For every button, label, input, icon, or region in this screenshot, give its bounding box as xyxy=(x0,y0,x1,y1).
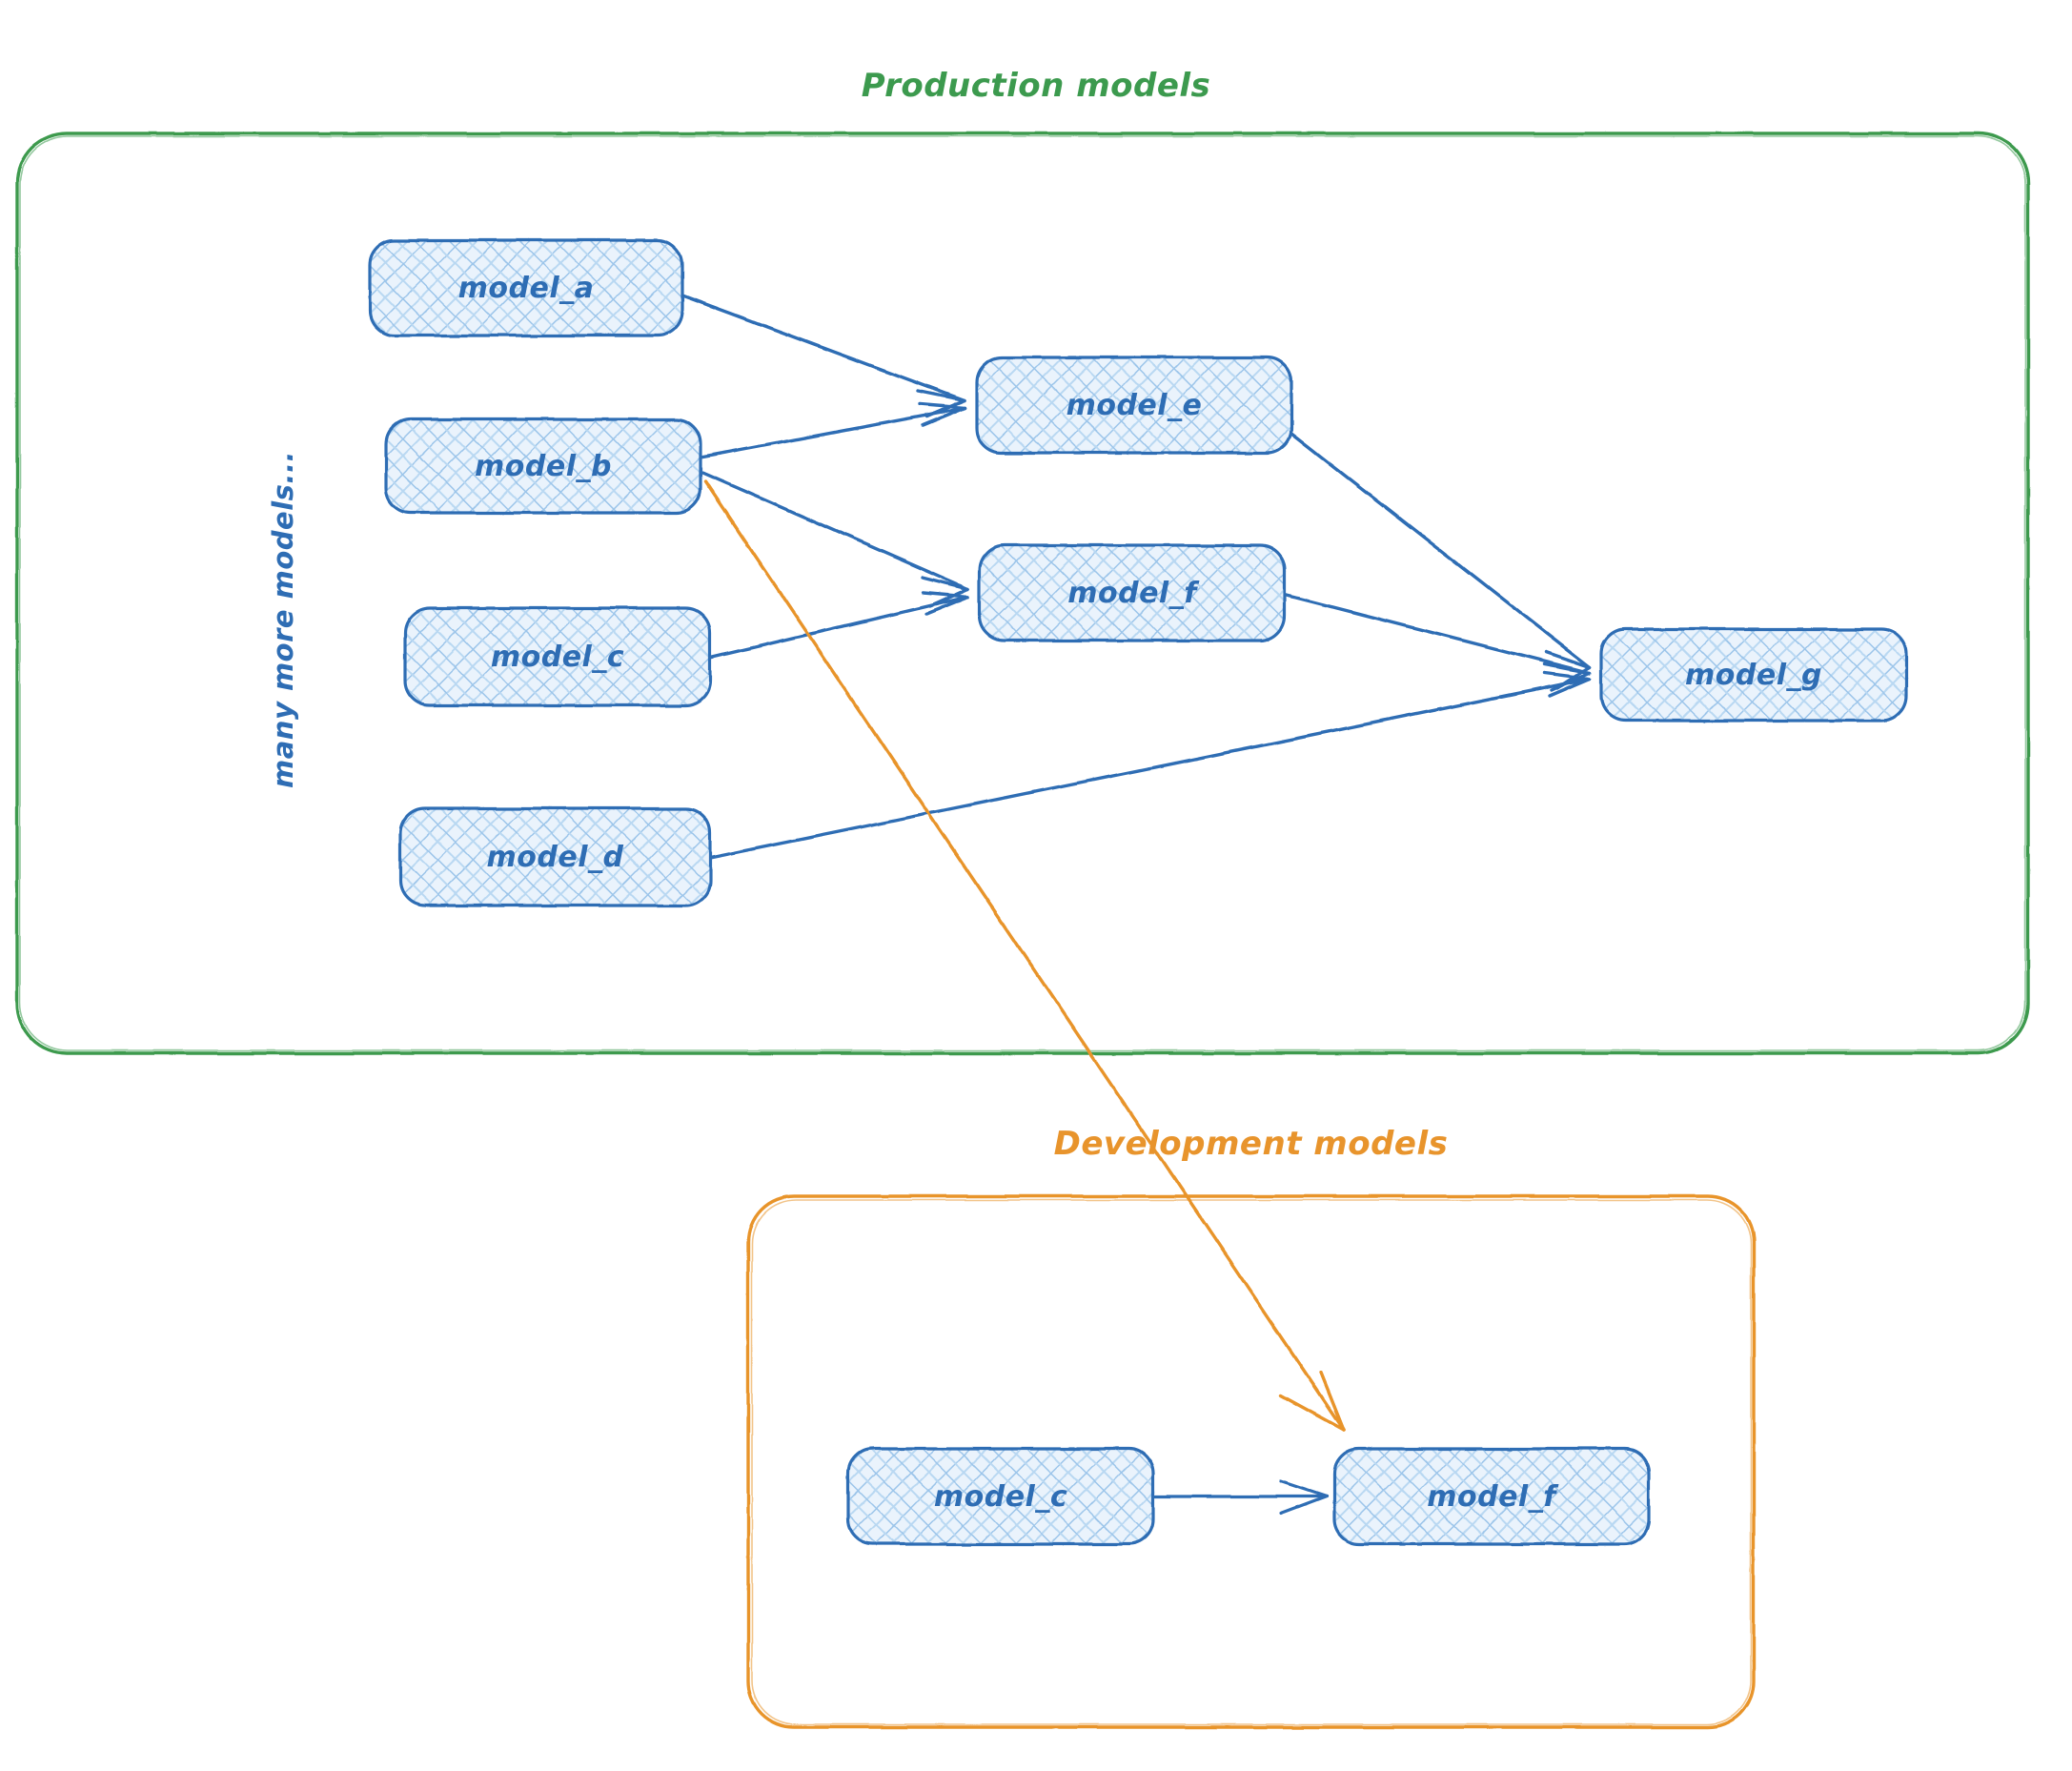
node-prod-model-a[interactable] xyxy=(368,238,684,337)
node-prod-model-d[interactable] xyxy=(398,806,712,907)
node-label-prod-model-b: model_b xyxy=(475,449,612,483)
node-label-prod-model-e: model_e xyxy=(1066,388,1203,422)
edge-d-to-g xyxy=(708,671,1592,860)
node-label-prod-model-c: model_c xyxy=(490,640,625,674)
node-prod-model-g[interactable] xyxy=(1599,627,1908,723)
node-prod-model-f[interactable] xyxy=(978,543,1287,642)
node-label-prod-model-d: model_d xyxy=(486,840,624,874)
node-label-prod-model-a: model_a xyxy=(457,271,595,305)
edge-a-to-e xyxy=(681,294,966,418)
node-dev-model-f[interactable] xyxy=(1332,1447,1651,1546)
node-label-dev-model-c: model_c xyxy=(933,1479,1068,1514)
edge-c-to-f xyxy=(708,591,970,660)
nodes-layer xyxy=(368,238,1908,1546)
edge-dev-c-to-dev-f xyxy=(1153,1479,1329,1516)
edge-f-to-g xyxy=(1283,593,1592,692)
node-dev-model-c[interactable] xyxy=(846,1447,1155,1546)
node-prod-model-c[interactable] xyxy=(403,606,712,707)
production-group-title: Production models xyxy=(861,67,1211,105)
group-container-production xyxy=(15,132,2030,1055)
node-label-prod-model-f: model_f xyxy=(1067,576,1197,610)
node-label-dev-model-f: model_f xyxy=(1427,1479,1556,1514)
edge-e-to-g xyxy=(1290,432,1592,690)
node-prod-model-b[interactable] xyxy=(384,417,702,515)
node-prod-model-e[interactable] xyxy=(975,356,1293,455)
development-group-title: Development models xyxy=(1053,1125,1449,1163)
group-container-development xyxy=(746,1194,1756,1729)
edge-b-to-f xyxy=(701,471,970,608)
many-more-models-note: many more models... xyxy=(267,451,299,788)
edge-b-to-e xyxy=(699,402,966,459)
node-label-prod-model-g: model_g xyxy=(1685,658,1822,692)
edge-b-to-dev-f xyxy=(703,479,1346,1432)
edges-layer xyxy=(681,294,1592,1516)
